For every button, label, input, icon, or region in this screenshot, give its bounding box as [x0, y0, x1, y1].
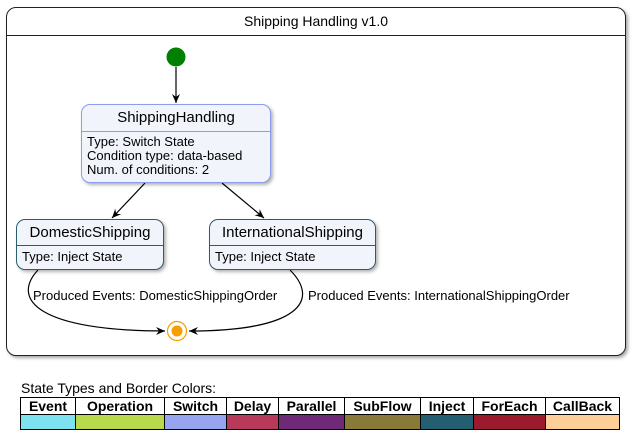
- legend-label-switch: Switch: [164, 397, 227, 415]
- state-condition-type-line: Condition type: data-based: [87, 148, 243, 163]
- legend-label-event: Event: [20, 397, 76, 415]
- state-details: Type: Inject State: [17, 246, 163, 268]
- edge-label-domestic: Produced Events: DomesticShippingOrder: [33, 288, 278, 303]
- legend-label-operation: Operation: [75, 397, 165, 415]
- edge-shipping-to-international: [221, 182, 265, 219]
- state-domestic-shipping[interactable]: DomesticShipping Type: Inject State: [16, 219, 164, 270]
- legend-swatch-event: [20, 414, 76, 430]
- state-type-line: Type: Inject State: [215, 249, 316, 264]
- legend-label-foreach: ForEach: [473, 397, 546, 415]
- edge-label-international: Produced Events: InternationalShippingOr…: [308, 288, 570, 303]
- state-name: ShippingHandling: [82, 105, 270, 132]
- legend-caption: State Types and Border Colors:: [21, 380, 217, 396]
- state-type-line: Type: Inject State: [22, 249, 123, 264]
- state-shipping-handling[interactable]: ShippingHandling Type: Switch State Cond…: [81, 104, 271, 183]
- legend-label-parallel: Parallel: [278, 397, 345, 415]
- state-details: Type: Switch State Condition type: data-…: [82, 132, 270, 180]
- legend-label-subflow: SubFlow: [344, 397, 421, 415]
- diagram-title: Shipping Handling v1.0: [7, 8, 625, 36]
- legend-swatch-inject: [420, 414, 474, 430]
- legend-swatch-foreach: [473, 414, 546, 430]
- legend-swatch-switch: [164, 414, 227, 430]
- state-name: InternationalShipping: [210, 220, 375, 246]
- start-node: [166, 47, 186, 67]
- legend-label-delay: Delay: [226, 397, 279, 415]
- edge-domestic-to-end: [27, 269, 166, 335]
- legend-label-inject: Inject: [420, 397, 474, 415]
- state-details: Type: Inject State: [210, 246, 375, 268]
- legend-swatch-delay: [226, 414, 279, 430]
- legend-swatch-subflow: [344, 414, 421, 430]
- state-conditions-count-line: Num. of conditions: 2: [87, 162, 210, 177]
- state-name: DomesticShipping: [17, 220, 163, 246]
- edge-international-to-end: [188, 269, 304, 335]
- legend-table: Event Operation Switch Delay Parallel Su…: [20, 397, 620, 430]
- end-node: [166, 320, 188, 342]
- state-international-shipping[interactable]: InternationalShipping Type: Inject State: [209, 219, 376, 270]
- legend-swatch-callback: [545, 414, 620, 430]
- edge-shipping-to-domestic: [111, 182, 146, 219]
- legend-swatch-parallel: [278, 414, 345, 430]
- state-type-line: Type: Switch State: [87, 134, 195, 149]
- legend-label-callback: CallBack: [545, 397, 620, 415]
- legend-swatch-operation: [75, 414, 165, 430]
